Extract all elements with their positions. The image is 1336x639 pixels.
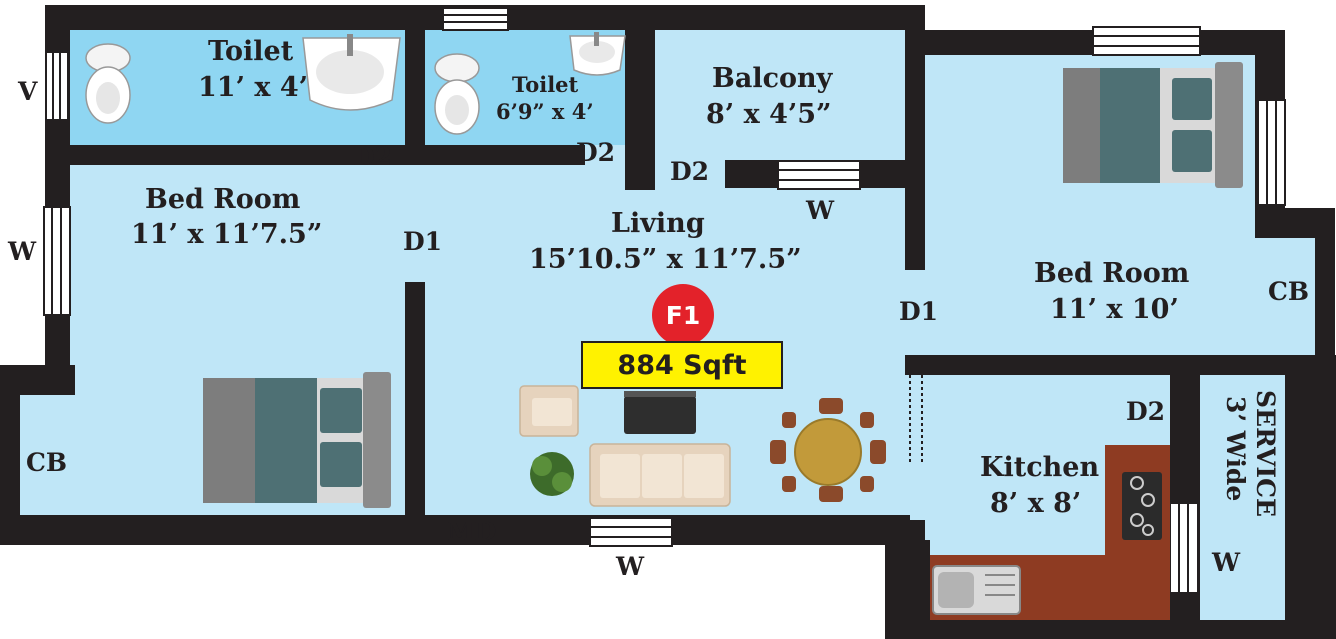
toilet-icon	[85, 43, 131, 124]
flat-badge: F1	[652, 284, 714, 346]
service-name: SERVICE	[1251, 390, 1280, 518]
living-size: 15’10.5” x 11’7.5”	[529, 244, 802, 275]
main-door-code: MD	[447, 517, 497, 546]
door-code-toilet1: D2	[353, 142, 393, 171]
bed-icon	[203, 372, 391, 508]
toilet2-size: 6’9” x 4’	[496, 99, 594, 124]
window-code-v: V	[18, 77, 38, 106]
bedroom1-name: Bed Room	[145, 184, 301, 215]
bedroom2-size: 11’ x 10’	[1050, 294, 1179, 325]
kitchen-size: 8’ x 8’	[990, 488, 1082, 519]
window-code-balcony: W	[806, 196, 835, 225]
toilet-fixtures	[85, 32, 626, 135]
window-left-bed	[43, 206, 71, 316]
door-code-kitchen: D2	[1126, 397, 1166, 426]
window-top-bed	[1092, 26, 1201, 56]
washbasin-icon	[302, 34, 401, 111]
balcony-size: 8’ x 4’5”	[706, 99, 832, 130]
service-size: 3’ Wide	[1221, 396, 1250, 502]
toilet-icon	[434, 53, 480, 135]
door-code-bed1: D1	[403, 227, 443, 256]
opening-kitchen-dotted	[909, 375, 923, 465]
cupboard-code-left: CB	[26, 448, 68, 477]
balcony-name: Balcony	[712, 63, 833, 94]
window-code-left: W	[8, 237, 37, 266]
cupboard-code-right: CB	[1268, 277, 1310, 306]
plant-icon	[530, 452, 574, 496]
armchair-icon	[519, 385, 579, 437]
toilet1-size: 11’ x 4’	[198, 72, 309, 103]
windows	[43, 7, 1286, 594]
service-label: SERVICE 3’ Wide	[1212, 390, 1282, 540]
bedroom1-size: 11’ x 11’7.5”	[131, 219, 323, 250]
window-balcony	[777, 160, 861, 190]
kitchen-name: Kitchen	[980, 452, 1100, 483]
door-code-toilet2: D2	[576, 138, 616, 167]
window-kitchen	[1169, 502, 1199, 594]
toilet1-name: Toilet	[208, 36, 294, 67]
window-bottom-living	[589, 517, 673, 547]
door-code-bed2: D1	[899, 297, 939, 326]
window-v	[45, 51, 69, 121]
tv-unit-icon	[624, 391, 696, 434]
window-top-toilet	[442, 7, 509, 31]
window-code-bottom: W	[616, 552, 645, 581]
area-label: 884 Sqft	[581, 341, 783, 389]
window-right-bed	[1257, 99, 1286, 206]
bed-icon	[1063, 62, 1243, 188]
living-furniture	[519, 385, 886, 507]
dining-table-icon	[770, 398, 886, 502]
bedroom2-name: Bed Room	[1034, 258, 1190, 289]
kitchen-counter	[930, 445, 1170, 620]
toilet2-name: Toilet	[512, 72, 579, 97]
door-code-balcony: D2	[670, 157, 710, 186]
window-code-service: W	[1212, 548, 1241, 577]
living-name: Living	[611, 208, 705, 239]
washbasin-icon	[569, 32, 626, 76]
sofa-icon	[589, 443, 731, 507]
